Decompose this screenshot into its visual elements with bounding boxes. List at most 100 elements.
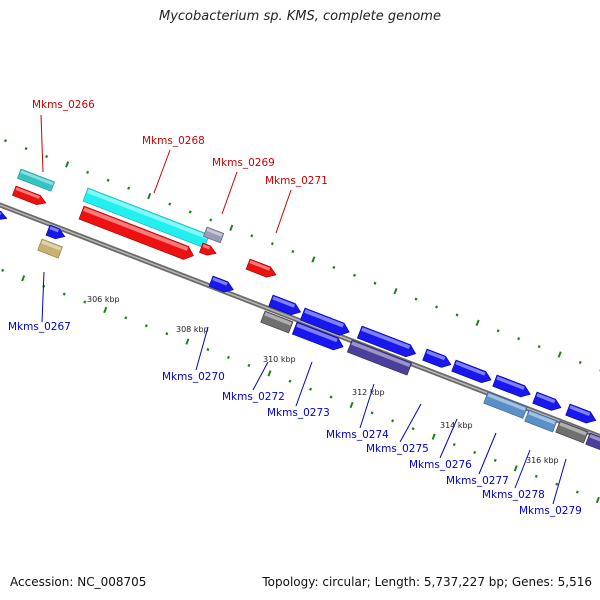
gene-label[interactable]: Mkms_0270 [162,371,225,383]
feature-steel-b [524,409,558,433]
upper-scale-tick [435,305,439,309]
upper-scale-tick [250,234,254,238]
feature-grey-b [260,310,294,334]
lower-scale-tick [62,292,66,296]
upper-scale-tick [517,337,521,341]
upper-scale-tick [188,210,192,214]
upper-scale-tick [65,161,70,168]
feature-layer [0,168,600,451]
accession-text: Accession: NC_008705 [10,575,147,589]
lower-scale-tick [185,338,190,345]
lower-scale-tick [513,465,518,472]
upper-scale-tick [291,249,295,254]
upper-scale-tick [352,273,356,277]
lower-scale-tick [165,332,169,336]
lower-scale-tick [595,496,600,504]
lower-scale-tick [452,443,456,447]
upper-scale-tick [147,192,152,200]
gene-label[interactable]: Mkms_0271 [265,175,328,187]
lower-scale-tick [555,482,559,486]
upper-scale-tick [557,351,562,358]
gene-label[interactable]: Mkms_0278 [482,489,545,501]
gene-leader-line [552,458,567,505]
upper-scale-tick [373,281,377,285]
gene-leader-line [514,449,531,489]
gene-label[interactable]: Mkms_0273 [267,407,330,419]
lower-scale-tick [391,419,395,423]
lower-scale-tick [349,401,354,409]
lower-scale-tick [329,395,333,399]
gene-leader-line [275,189,292,234]
upper-scale-tick [270,242,274,246]
gene-label[interactable]: Mkms_0266 [32,99,95,111]
lower-scale-tick [103,306,108,314]
gene-leader-line [41,271,45,323]
upper-scale-tick [414,297,418,301]
feature-steel-a [483,391,528,419]
lower-scale-tick [411,427,415,431]
map-title: Mycobacterium sp. KMS, complete genome [159,9,441,24]
gene-label[interactable]: Mkms_0279 [519,505,582,517]
lower-scale-tick [534,474,538,478]
gene-leader-line [221,171,238,215]
lower-scale-tick [473,450,477,455]
feature-cyan-a [17,168,55,192]
upper-scale-tick [45,154,49,159]
feature-grey-c [555,420,589,444]
upper-scale-tick [311,256,316,263]
scale-label: 306 kbp [87,295,120,304]
feature-red-d [245,258,277,278]
gene-label[interactable]: Mkms_0267 [8,321,71,333]
upper-scale-tick [86,170,90,174]
feature-olive-a [37,238,63,259]
feature-red-c [199,242,217,256]
gene-label[interactable]: Mkms_0268 [142,135,205,147]
gene-leader-line [40,114,44,173]
feature-blue-d [299,307,350,336]
scale-label: 310 kbp [263,355,296,364]
upper-scale-tick [24,147,28,151]
tick-layer [1,139,600,504]
lower-scale-tick [144,324,148,328]
lower-scale-tick [124,316,128,320]
feature-blue-e [356,325,417,358]
feature-blue-b [208,275,234,293]
upper-scale-tick [537,345,541,349]
gene-leader-line [153,149,171,194]
upper-scale-tick [475,319,480,326]
feature-purple-a [346,339,413,376]
upper-scale-tick [4,139,8,143]
gene-label[interactable]: Mkms_0272 [222,391,285,403]
upper-scale-tick [209,218,213,222]
gene-leader-line [359,383,375,429]
genome-summary-text: Topology: circular; Length: 5,737,227 bp… [262,575,592,589]
gene-leader-line [295,361,313,407]
lower-scale-tick [267,370,272,377]
lower-scale-tick [493,458,497,462]
feature-blue-a [45,224,66,240]
feature-blue-g [451,359,492,384]
upper-scale-tick [578,360,582,364]
lower-scale-tick [247,363,251,367]
gene-label[interactable]: Mkms_0269 [212,157,275,169]
lower-scale-tick [1,268,5,272]
lower-scale-tick [206,347,210,352]
gene-label[interactable]: Mkms_0275 [366,443,429,455]
scale-label: 316 kbp [526,456,559,465]
scale-label: 314 kbp [440,421,473,430]
gene-label[interactable]: Mkms_0277 [446,475,509,487]
upper-scale-tick [455,313,459,317]
gene-leader-line [478,432,497,475]
scale-label: 312 kbp [352,388,385,397]
gene-label[interactable]: Mkms_0274 [326,429,389,441]
feature-red-b [78,205,194,260]
feature-grey-a [203,226,225,244]
lower-scale-tick [226,355,230,360]
upper-scale-tick [106,178,110,182]
gene-label[interactable]: Mkms_0276 [409,459,472,471]
feature-blue-i [532,391,562,411]
gene-leader-line [195,326,209,371]
feature-blue-k [291,321,344,351]
feature-blue-j [565,403,597,424]
